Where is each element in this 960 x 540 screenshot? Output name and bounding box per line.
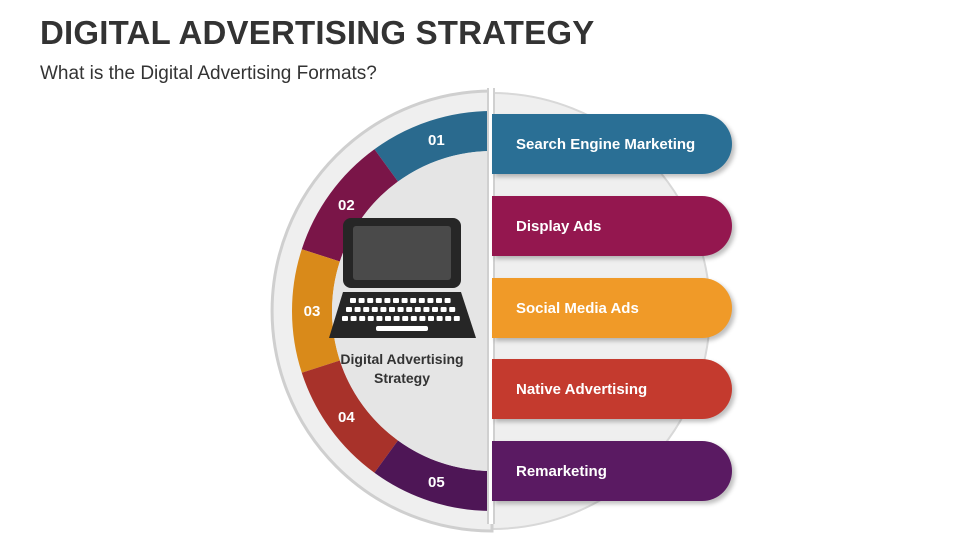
- segment-number-5: 05: [428, 474, 445, 491]
- segment-2: [301, 149, 398, 262]
- format-item-label: Remarketing: [516, 462, 607, 480]
- format-item-label: Social Media Ads: [516, 299, 639, 317]
- format-item-3[interactable]: Social Media Ads: [492, 278, 732, 338]
- format-item-label: Search Engine Marketing: [516, 135, 696, 153]
- segment-number-2: 02: [338, 197, 355, 214]
- segment-number-1: 01: [428, 132, 445, 149]
- format-item-2[interactable]: Display Ads: [492, 196, 732, 256]
- segment-ring: 01 02 03 04 05: [292, 111, 492, 511]
- segment-5: [374, 440, 492, 511]
- format-item-label: Native Advertising: [516, 380, 648, 398]
- format-item-4[interactable]: Native Advertising: [492, 359, 732, 419]
- page-subtitle: What is the Digital Advertising Formats?: [40, 63, 377, 84]
- segment-1: [374, 111, 492, 182]
- segment-4: [301, 360, 398, 473]
- center-label: Digital Advertising Strategy: [340, 351, 464, 386]
- format-item-label: Display Ads: [516, 217, 602, 235]
- format-item-5[interactable]: Remarketing: [492, 441, 732, 501]
- laptop-icon: [329, 218, 476, 338]
- segment-number-4: 04: [338, 409, 355, 426]
- page-title: DIGITAL ADVERTISING STRATEGY: [40, 14, 595, 51]
- format-item-1[interactable]: Search Engine Marketing: [492, 114, 732, 174]
- segment-3: [292, 249, 340, 373]
- segment-number-3: 03: [304, 303, 321, 320]
